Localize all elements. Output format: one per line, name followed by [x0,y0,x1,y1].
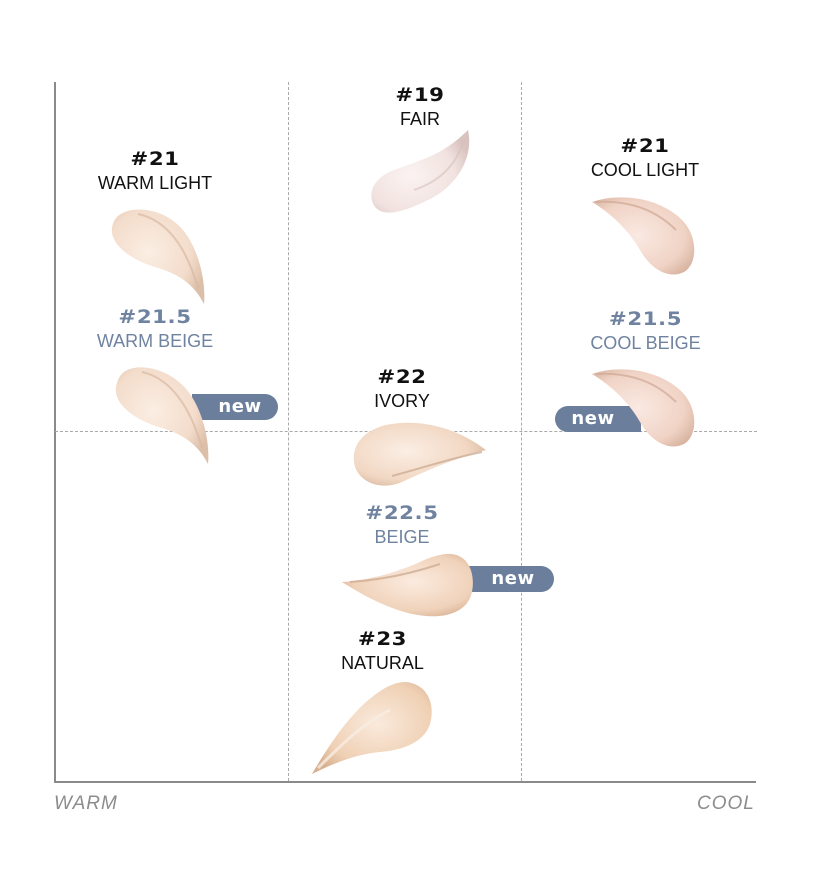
swatch-cool-light [592,197,695,275]
shade-label-beige: #22.5 BEIGE [352,504,452,547]
axis-label-cool: COOL [697,793,755,814]
shade-label-fair: #19 FAIR [370,86,470,129]
vertical-axis [54,82,56,782]
axis-label-warm: WARM [54,793,118,814]
shade-name: COOL LIGHT [590,160,700,180]
swatch-natural [312,682,432,774]
shade-name: COOL BEIGE [590,333,701,353]
shade-name: WARM LIGHT [97,173,213,193]
shade-name: NATURAL [341,653,424,673]
shade-code: #23 [357,628,408,650]
swatch-warm-light [111,209,205,304]
swatch-fair [371,130,470,213]
shade-code: #22 [377,366,427,388]
shade-name: FAIR [399,109,440,129]
horizontal-axis [54,781,756,783]
shade-code: #19 [395,84,445,106]
shade-label-warm-light: #21 WARM LIGHT [85,150,225,193]
swatch-ivory [353,422,486,486]
shade-label-cool-beige: #21.5 COOL BEIGE [568,310,723,353]
shade-code: #21 [620,135,670,157]
swatch-cool-beige [592,369,695,447]
swatch-beige [342,553,473,617]
shade-code: #21.5 [118,306,192,328]
swatch-warm-beige [115,367,209,464]
shade-name: IVORY [374,391,430,411]
shade-name: WARM BEIGE [96,331,214,351]
new-badge: new [555,406,641,432]
shade-label-ivory: #22 IVORY [352,368,452,411]
shade-label-natural: #23 NATURAL [325,630,440,673]
shade-code: #21 [130,148,180,170]
shade-code: #22.5 [365,502,439,524]
shade-name: BEIGE [374,527,430,547]
shade-code: #21.5 [608,308,683,330]
new-badge: new [192,394,278,420]
shade-label-warm-beige: #21.5 WARM BEIGE [85,308,225,351]
new-badge: new [464,566,554,592]
shade-label-cool-light: #21 COOL LIGHT [575,137,715,180]
